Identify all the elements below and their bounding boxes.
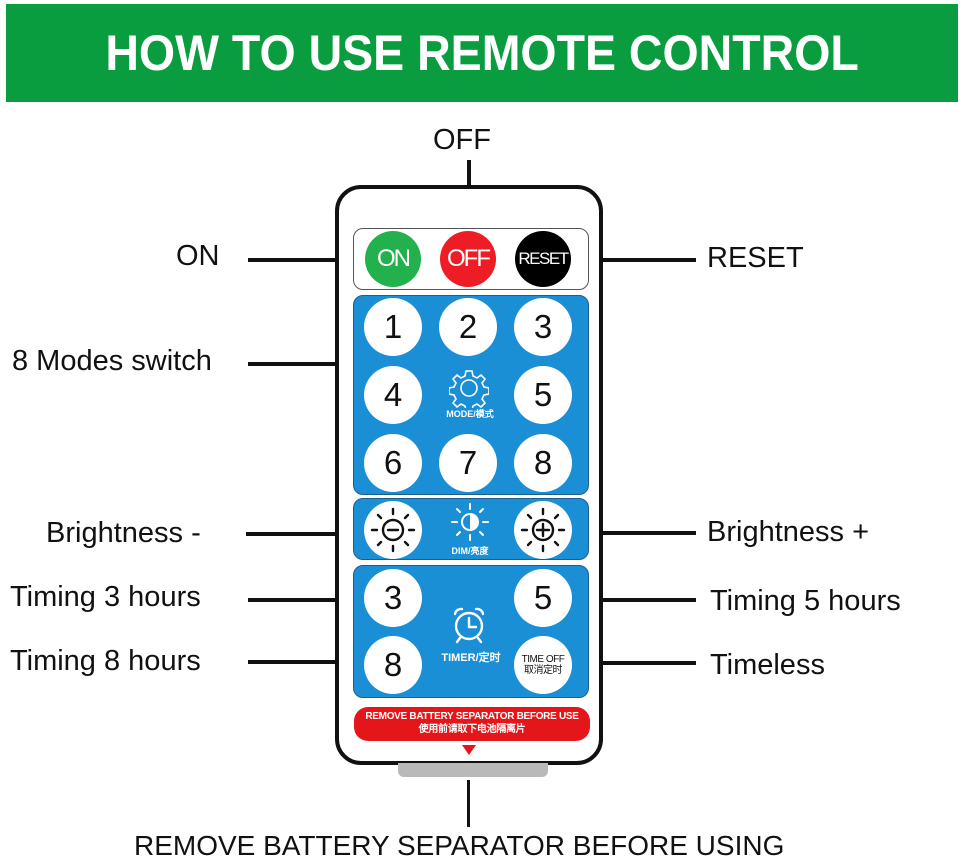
label-timing-5: Timing 5 hours [710, 585, 901, 617]
timer-3h-button[interactable]: 3 [364, 569, 422, 627]
label-separator: REMOVE BATTERY SEPARATOR BEFORE USING [134, 830, 785, 861]
label-timeless: Timeless [710, 649, 825, 681]
timer-off-label-cn: 取消定时 [524, 665, 563, 676]
reset-button[interactable]: RESET [515, 231, 571, 287]
mode-button-5[interactable]: 5 [514, 366, 572, 424]
label-timing-8: Timing 8 hours [10, 645, 201, 677]
mode-6-label: 6 [383, 444, 403, 481]
mode-3-label: 3 [533, 308, 553, 345]
callout-line-on [248, 258, 355, 262]
callout-line-timing-8 [248, 660, 355, 664]
page-title: HOW TO USE REMOTE CONTROL [105, 25, 859, 81]
brightness-plus-icon [520, 507, 566, 553]
title-banner: HOW TO USE REMOTE CONTROL [6, 4, 958, 102]
dim-caption: DIM/亮度 [451, 546, 489, 556]
mode-caption: MODE/模式 [446, 409, 494, 419]
mode-button-6[interactable]: 6 [364, 434, 422, 492]
timer-5h-label: 5 [533, 579, 553, 616]
brightness-plus-button[interactable] [514, 501, 572, 559]
timer-3h-label: 3 [383, 579, 403, 616]
on-button-label: ON [377, 245, 411, 272]
brightness-half-icon [451, 503, 489, 541]
label-reset: RESET [707, 242, 804, 274]
mode-button-2[interactable]: 2 [439, 298, 497, 356]
label-off: OFF [433, 124, 491, 156]
gear-icon [449, 370, 489, 408]
timer-8h-button[interactable]: 8 [364, 636, 422, 694]
callout-line-timing-3 [248, 598, 355, 602]
timer-off-button[interactable]: TIME OFF 取消定时 [514, 636, 572, 694]
timer-off-label-en: TIME OFF [521, 654, 565, 665]
callout-line-brightness-plus [588, 531, 696, 535]
label-on: ON [176, 240, 220, 272]
mode-8-label: 8 [533, 444, 553, 481]
off-button[interactable]: OFF [440, 231, 496, 287]
mode-button-7[interactable]: 7 [439, 434, 497, 492]
label-brightness-minus: Brightness - [46, 517, 201, 549]
mode-button-3[interactable]: 3 [514, 298, 572, 356]
mode-button-4[interactable]: 4 [364, 366, 422, 424]
callout-line-timing-5 [588, 598, 696, 602]
timer-8h-label: 8 [383, 646, 403, 683]
label-brightness-plus: Brightness + [707, 516, 870, 548]
mode-5-label: 5 [533, 376, 553, 413]
callout-line-separator [467, 780, 470, 827]
off-button-label: OFF [447, 245, 491, 272]
mode-button-1[interactable]: 1 [364, 298, 422, 356]
mode-1-label: 1 [383, 308, 403, 345]
battery-separator-tab[interactable] [398, 763, 548, 777]
callout-line-modes [248, 362, 355, 366]
callout-line-brightness-minus [246, 532, 355, 536]
mode-button-8[interactable]: 8 [514, 434, 572, 492]
down-arrow-icon [462, 745, 476, 755]
callout-line-reset [588, 258, 696, 262]
mode-2-label: 2 [458, 308, 478, 345]
mode-7-label: 7 [458, 444, 478, 481]
mode-4-label: 4 [383, 376, 403, 413]
brightness-minus-icon [370, 507, 416, 553]
on-button[interactable]: ON [365, 231, 421, 287]
battery-warning-en: REMOVE BATTERY SEPARATOR BEFORE USE [365, 711, 579, 722]
callout-line-timeless [588, 661, 696, 665]
battery-warning-cn: 使用前请取下电池隔离片 [418, 724, 526, 735]
label-timing-3: Timing 3 hours [10, 581, 201, 613]
timer-caption: TIMER/定时 [441, 652, 501, 664]
brightness-minus-button[interactable] [364, 501, 422, 559]
battery-warning: REMOVE BATTERY SEPARATOR BEFORE USE 使用前请… [354, 707, 590, 741]
alarm-clock-icon [453, 607, 485, 644]
timer-5h-button[interactable]: 5 [514, 569, 572, 627]
reset-button-label: RESET [518, 249, 569, 268]
label-modes: 8 Modes switch [12, 345, 212, 377]
